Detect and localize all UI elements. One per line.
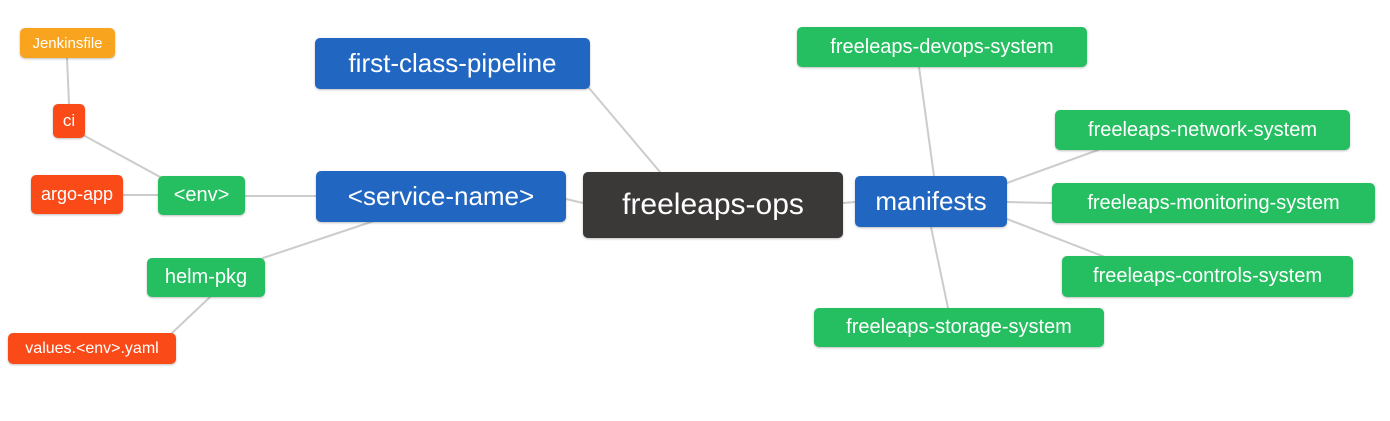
edge-service-name-freeleaps-ops: [565, 198, 584, 204]
node-helm-pkg[interactable]: helm-pkg: [147, 258, 265, 297]
edge-manifests-devops-system: [918, 66, 935, 177]
edge-manifests-storage-system: [930, 226, 949, 309]
edge-jenkinsfile-ci: [66, 57, 70, 105]
node-env[interactable]: <env>: [158, 176, 245, 215]
edge-helm-pkg-service-name: [262, 220, 375, 259]
node-jenkinsfile[interactable]: Jenkinsfile: [20, 28, 115, 58]
edge-manifests-network-system: [1006, 149, 1099, 184]
edge-values-env-yaml-helm-pkg: [171, 296, 211, 334]
node-ci[interactable]: ci: [53, 104, 85, 138]
node-monitoring-system[interactable]: freeleaps-monitoring-system: [1052, 183, 1375, 223]
node-controls-system[interactable]: freeleaps-controls-system: [1062, 256, 1353, 297]
edge-first-class-pipeline-freeleaps-ops: [588, 87, 661, 173]
node-first-class-pipeline[interactable]: first-class-pipeline: [315, 38, 590, 89]
node-service-name[interactable]: <service-name>: [316, 171, 566, 222]
node-storage-system[interactable]: freeleaps-storage-system: [814, 308, 1104, 347]
node-argo-app[interactable]: argo-app: [31, 175, 123, 214]
node-values-env-yaml[interactable]: values.<env>.yaml: [8, 333, 176, 364]
edge-ci-env: [82, 134, 163, 179]
edge-manifests-controls-system: [1006, 218, 1106, 258]
node-devops-system[interactable]: freeleaps-devops-system: [797, 27, 1087, 67]
node-network-system[interactable]: freeleaps-network-system: [1055, 110, 1350, 150]
edge-manifests-monitoring-system: [1006, 201, 1053, 204]
edge-freeleaps-ops-manifests: [842, 201, 856, 204]
node-manifests[interactable]: manifests: [855, 176, 1007, 227]
node-freeleaps-ops[interactable]: freeleaps-ops: [583, 172, 843, 238]
